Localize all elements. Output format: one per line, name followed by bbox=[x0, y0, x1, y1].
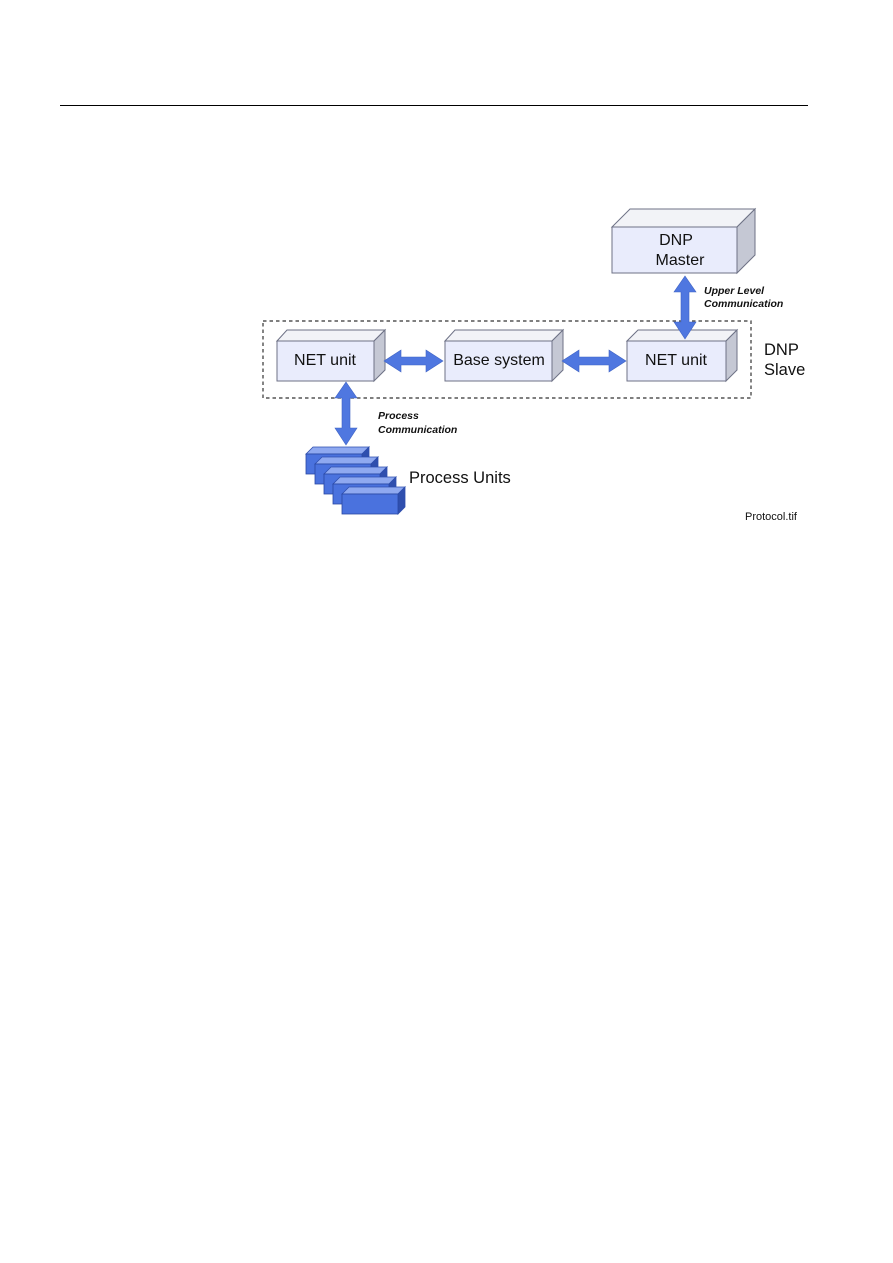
process-units-label: Process Units bbox=[409, 469, 511, 487]
dnp-master-label-line1: DNP bbox=[659, 232, 693, 249]
process-comm-label-line2: Communication bbox=[378, 424, 457, 436]
dnp-slave-frame bbox=[262, 320, 752, 399]
dnp-master-box: DNP Master bbox=[610, 207, 757, 275]
upper-level-label-line2: Communication bbox=[704, 298, 783, 310]
upper-level-arrow bbox=[673, 275, 697, 340]
base-system-label: Base system bbox=[453, 352, 545, 369]
net-unit-right-label: NET unit bbox=[645, 352, 708, 369]
process-arrow bbox=[334, 381, 358, 446]
process-comm-label-line1: Process bbox=[378, 410, 419, 422]
upper-level-label-line1: Upper Level bbox=[704, 285, 765, 297]
base-net-right-arrow bbox=[561, 349, 627, 373]
dnp-slave-label-line1: DNP bbox=[764, 341, 799, 359]
process-unit-card bbox=[341, 486, 406, 515]
net-unit-left-box: NET unit bbox=[275, 328, 387, 383]
net-left-base-arrow bbox=[383, 349, 444, 373]
base-system-box: Base system bbox=[443, 328, 565, 383]
figure-filename: Protocol.tif bbox=[745, 511, 798, 523]
header-rule bbox=[60, 105, 808, 106]
net-unit-left-label: NET unit bbox=[294, 352, 357, 369]
dnp-master-label-line2: Master bbox=[656, 252, 706, 269]
net-unit-right-box: NET unit bbox=[625, 328, 739, 383]
dnp-slave-label-line2: Slave bbox=[764, 361, 805, 379]
process-units-stack bbox=[305, 446, 406, 515]
